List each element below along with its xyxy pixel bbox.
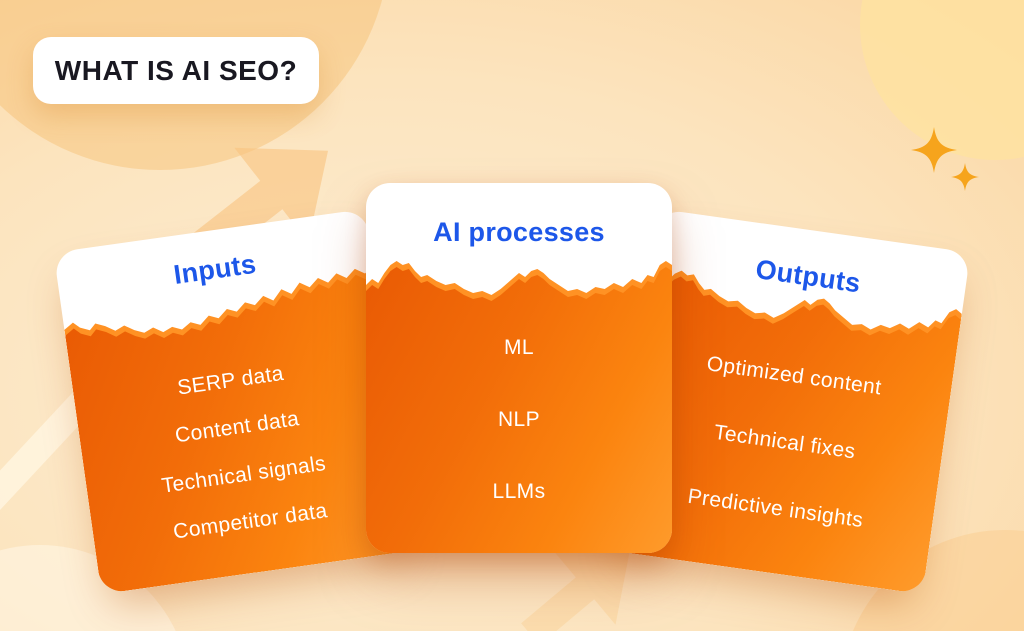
list-item: LLMs xyxy=(492,480,546,503)
torn-paper-body xyxy=(366,267,672,553)
ai-processes-card: AI processes ML NLP LLMs xyxy=(366,183,672,553)
list-item: SERP data xyxy=(175,361,286,400)
title-badge: WHAT IS AI SEO? xyxy=(33,37,319,104)
list-item: Predictive insights xyxy=(686,484,865,532)
sparkle-icon-small xyxy=(951,159,979,195)
ai-processes-card-title: AI processes xyxy=(433,217,605,247)
list-item: Technical fixes xyxy=(712,420,858,463)
page-title: WHAT IS AI SEO? xyxy=(54,54,298,86)
list-item: Optimized content xyxy=(705,351,883,399)
list-item: Competitor data xyxy=(171,499,329,544)
list-item: ML xyxy=(504,336,534,359)
sparkle-icon-large xyxy=(911,122,957,178)
list-item: NLP xyxy=(497,408,541,431)
ai-processes-card-items: ML NLP LLMs xyxy=(366,312,672,528)
list-item: Technical signals xyxy=(160,451,328,498)
inputs-card: Inputs SERP data Content data Technical … xyxy=(53,208,414,595)
list-item: Content data xyxy=(173,407,301,448)
